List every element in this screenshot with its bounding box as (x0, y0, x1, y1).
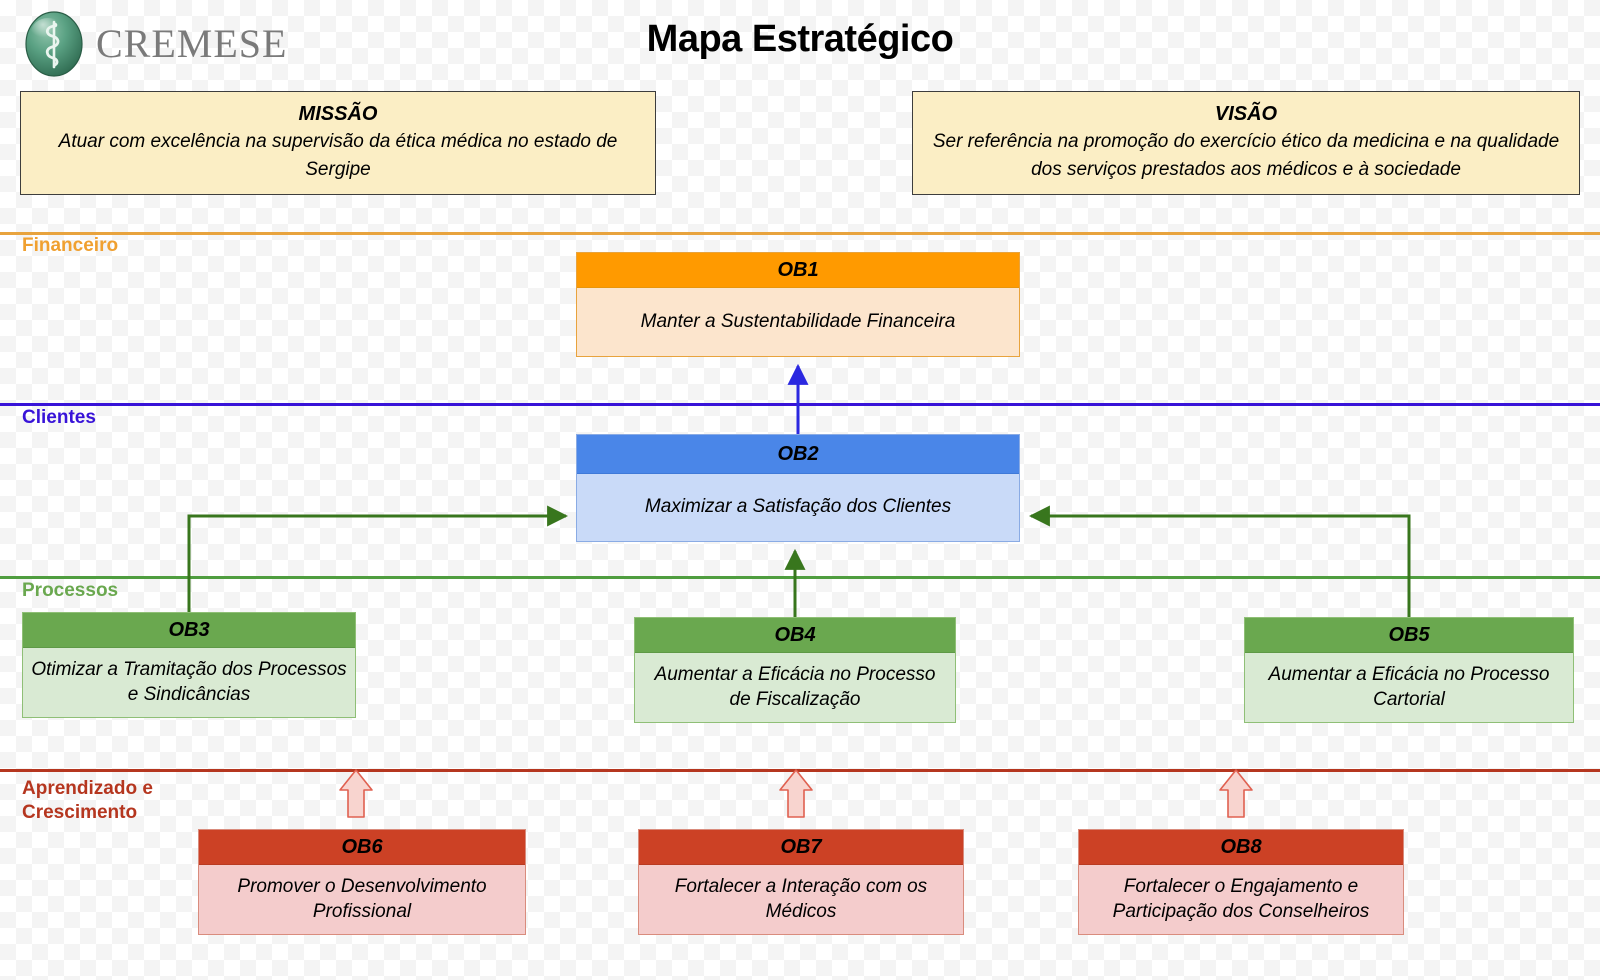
objective-code-ob2: OB2 (577, 435, 1019, 474)
objective-text-ob8: Fortalecer o Engajamento e Participação … (1079, 865, 1403, 934)
objective-text-ob6: Promover o Desenvolvimento Profissional (199, 865, 525, 934)
objective-code-ob1: OB1 (577, 253, 1019, 288)
objective-text-ob5: Aumentar a Eficácia no Processo Cartoria… (1245, 653, 1573, 722)
connector-ob3-to-ob2 (187, 505, 569, 612)
connector-ob8-upward (1219, 769, 1253, 818)
divider-processos (0, 576, 1600, 579)
connector-ob5-to-ob2 (1028, 505, 1411, 617)
objective-code-ob6: OB6 (199, 830, 525, 865)
objective-card-ob5[interactable]: OB5 Aumentar a Eficácia no Processo Cart… (1244, 617, 1574, 723)
asclepius-sphere-logo-icon (25, 11, 83, 77)
objective-code-ob7: OB7 (639, 830, 963, 865)
connector-ob7-upward (779, 769, 813, 818)
perspective-label-processos: Processos (22, 580, 119, 601)
objective-text-ob2: Maximizar a Satisfação dos Clientes (577, 474, 1019, 541)
vision-box: VISÃO Ser referência na promoção do exer… (912, 91, 1580, 195)
objective-text-ob4: Aumentar a Eficácia no Processo de Fisca… (635, 653, 955, 722)
objective-code-ob3: OB3 (23, 613, 355, 648)
objective-card-ob8[interactable]: OB8 Fortalecer o Engajamento e Participa… (1078, 829, 1404, 935)
mission-title: MISSÃO (298, 103, 378, 125)
perspective-label-aprendizado: Aprendizado e Crescimento (22, 778, 153, 823)
connector-ob6-upward (339, 769, 373, 818)
mission-text: Atuar com excelência na supervisão da ét… (58, 131, 618, 180)
objective-code-ob8: OB8 (1079, 830, 1403, 865)
objective-code-ob5: OB5 (1245, 618, 1573, 653)
objective-text-ob3: Otimizar a Tramitação dos Processos e Si… (23, 648, 355, 717)
page-title: Mapa Estratégico (646, 18, 954, 60)
mission-box: MISSÃO Atuar com excelência na supervisã… (20, 91, 656, 195)
divider-financeiro (0, 232, 1600, 235)
divider-clientes (0, 403, 1600, 406)
objective-text-ob1: Manter a Sustentabilidade Financeira (577, 288, 1019, 356)
brand-name: CREMESE (96, 21, 288, 66)
objective-card-ob2[interactable]: OB2 Maximizar a Satisfação dos Clientes (576, 434, 1020, 542)
perspective-label-financeiro: Financeiro (22, 235, 119, 256)
objective-card-ob6[interactable]: OB6 Promover o Desenvolvimento Profissio… (198, 829, 526, 935)
perspective-label-clientes: Clientes (22, 407, 96, 428)
objective-card-ob1[interactable]: OB1 Manter a Sustentabilidade Financeira (576, 252, 1020, 357)
vision-text: Ser referência na promoção do exercício … (932, 131, 1560, 180)
divider-aprendizado (0, 769, 1600, 772)
vision-title: VISÃO (1214, 103, 1278, 125)
objective-card-ob3[interactable]: OB3 Otimizar a Tramitação dos Processos … (22, 612, 356, 718)
objective-card-ob4[interactable]: OB4 Aumentar a Eficácia no Processo de F… (634, 617, 956, 723)
objective-code-ob4: OB4 (635, 618, 955, 653)
objective-card-ob7[interactable]: OB7 Fortalecer a Interação com os Médico… (638, 829, 964, 935)
brand-logo: CREMESE (22, 8, 312, 80)
objective-text-ob7: Fortalecer a Interação com os Médicos (639, 865, 963, 934)
